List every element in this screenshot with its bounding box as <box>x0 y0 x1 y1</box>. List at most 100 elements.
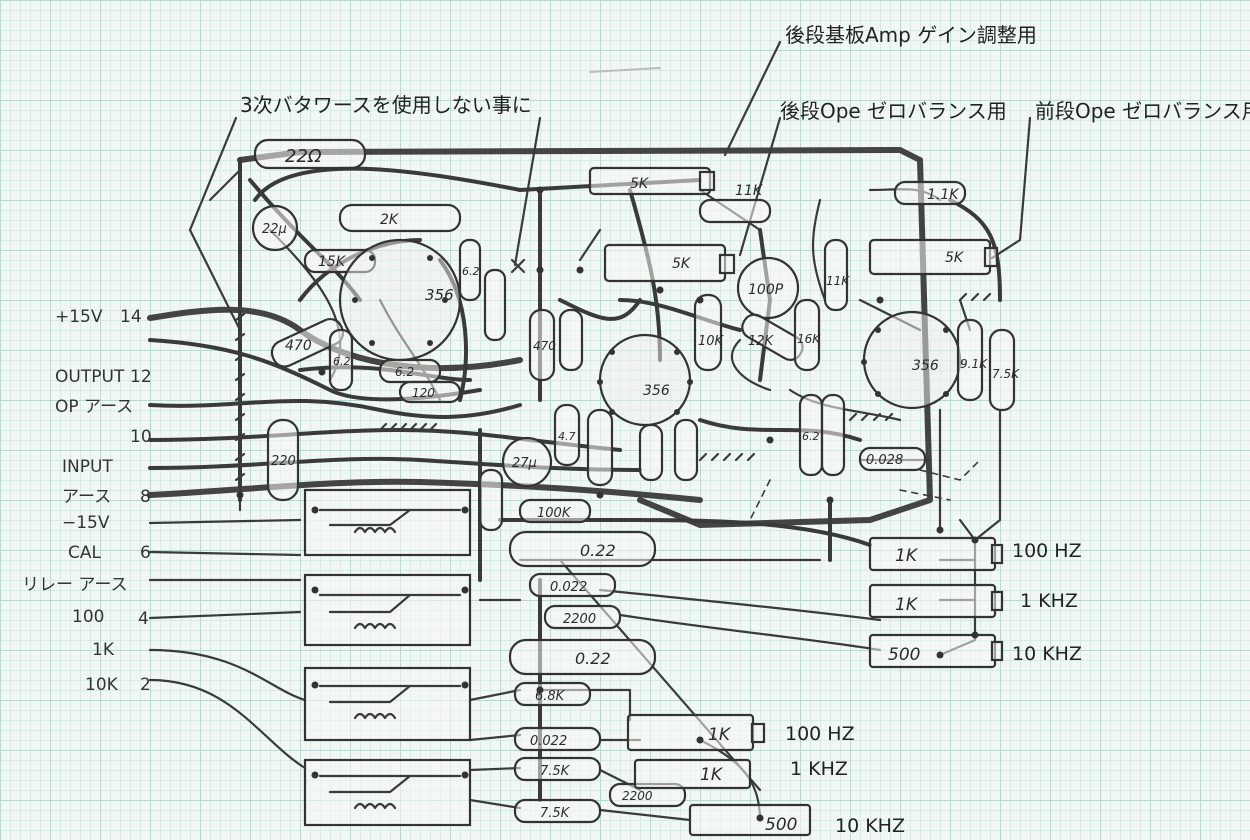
svg-text:100 HZ: 100 HZ <box>1012 540 1082 562</box>
svg-text:22Ω: 22Ω <box>285 146 322 167</box>
svg-text:1K: 1K <box>700 765 724 785</box>
note-rear-zero: 後段Ope ゼロバランス用 <box>780 99 1007 123</box>
svg-text:12: 12 <box>130 367 152 387</box>
svg-text:356: 356 <box>912 358 939 374</box>
resistor: 4.7 <box>553 403 581 467</box>
svg-text:500: 500 <box>888 645 920 665</box>
resistor <box>586 408 614 487</box>
capacitor: 27μ <box>501 436 553 488</box>
svg-text:1K: 1K <box>895 546 919 566</box>
resistor: 11K <box>823 238 850 312</box>
resistor: 22Ω <box>253 138 367 170</box>
resistor: 7.5K <box>988 328 1020 412</box>
resistor <box>558 308 584 372</box>
svg-text:0.022: 0.022 <box>530 734 567 749</box>
svg-text:リレー アース: リレー アース <box>22 575 128 595</box>
svg-text:470: 470 <box>285 338 312 354</box>
svg-text:+15V: +15V <box>55 307 103 327</box>
trimmer-pot: 1K <box>626 713 766 752</box>
svg-text:6.2: 6.2 <box>395 365 414 379</box>
note-butterworth: 3次バタワースを使用しない事に <box>240 93 532 117</box>
svg-text:5K: 5K <box>672 256 692 272</box>
resistor: 470 <box>528 308 556 382</box>
solder-points <box>236 186 979 822</box>
resistor: 6.2 <box>328 328 354 392</box>
relay <box>303 573 472 647</box>
svg-text:11K: 11K <box>826 274 850 288</box>
resistor: 16K <box>793 298 821 372</box>
svg-text:11K: 11K <box>735 183 764 199</box>
svg-text:100: 100 <box>72 607 104 627</box>
capacitor: 100P <box>736 256 800 320</box>
relay <box>303 666 472 742</box>
opamp-ic: 356 <box>597 333 693 427</box>
svg-text:6.8K: 6.8K <box>535 689 566 704</box>
pin-labels: +15V 14 OUTPUT 12 OP アース 10 INPUT アース 8 … <box>22 307 152 695</box>
resistor: 1.1K <box>893 180 967 206</box>
resistor <box>483 268 507 342</box>
svg-text:100P: 100P <box>748 282 784 298</box>
resistor: 7.5K <box>513 756 602 782</box>
svg-text:7.5K: 7.5K <box>992 367 1020 381</box>
svg-text:15K: 15K <box>318 254 347 270</box>
opamp-ic: 356 <box>338 238 462 362</box>
svg-text:27μ: 27μ <box>512 456 537 471</box>
resistor: 6.2 <box>458 238 482 302</box>
svg-text:500: 500 <box>765 815 797 835</box>
note-rear-gain: 後段基板Amp ゲイン調整用 <box>785 23 1037 47</box>
svg-text:1K: 1K <box>895 595 919 615</box>
svg-text:4: 4 <box>138 609 149 629</box>
relay <box>303 758 472 827</box>
resistor: 7.5K <box>513 798 602 824</box>
svg-text:4.7: 4.7 <box>558 430 576 443</box>
svg-text:1K: 1K <box>708 725 732 745</box>
capacitor: 22μ <box>251 204 299 252</box>
svg-text:アース: アース <box>62 487 111 507</box>
capacitor: 2200 <box>543 604 622 630</box>
svg-text:356: 356 <box>643 383 670 399</box>
svg-text:5K: 5K <box>630 176 650 192</box>
trimmer-pot: 5K <box>603 243 736 283</box>
resistor <box>820 393 846 477</box>
filter-frequency-labels: 100 HZ 1 KHZ 10 KHZ 100 HZ 1 KHZ 10 KHZ <box>785 540 1082 837</box>
svg-text:100K: 100K <box>537 506 572 521</box>
svg-text:CAL: CAL <box>68 543 101 563</box>
resistor: 6.2 <box>798 393 824 477</box>
svg-text:0.028: 0.028 <box>866 453 903 468</box>
trimmer-pot: 1K <box>868 536 1004 572</box>
svg-text:100 HZ: 100 HZ <box>785 723 855 745</box>
trimmer-pot: 5K <box>588 166 716 196</box>
trimmer-pot: 5K <box>868 238 999 276</box>
resistor: 2K <box>338 203 462 233</box>
svg-text:−15V: −15V <box>62 513 110 533</box>
resistor: 6.8K <box>513 681 592 707</box>
svg-text:0.22: 0.22 <box>575 649 611 668</box>
svg-text:6.2: 6.2 <box>333 355 351 368</box>
svg-text:10: 10 <box>130 427 152 447</box>
svg-text:1 KHZ: 1 KHZ <box>790 758 848 780</box>
svg-text:OUTPUT: OUTPUT <box>55 367 125 387</box>
resistor <box>638 423 664 482</box>
svg-text:1K: 1K <box>92 640 115 660</box>
svg-text:1.1K: 1.1K <box>927 187 960 203</box>
resistor: 100K <box>518 498 592 524</box>
capacitor: 0.022 <box>528 572 617 598</box>
trimmer-pot: 1K <box>633 758 752 790</box>
svg-text:120: 120 <box>412 386 435 400</box>
svg-text:22μ: 22μ <box>262 222 287 237</box>
svg-text:2: 2 <box>140 675 151 695</box>
svg-text:1 KHZ: 1 KHZ <box>1020 590 1078 612</box>
svg-text:10K: 10K <box>85 675 119 695</box>
relay <box>303 488 472 557</box>
svg-text:OP アース: OP アース <box>55 397 133 417</box>
svg-text:0.022: 0.022 <box>550 580 587 595</box>
svg-text:INPUT: INPUT <box>62 457 113 477</box>
svg-text:14: 14 <box>120 307 142 327</box>
svg-text:220: 220 <box>271 454 296 469</box>
resistor <box>478 468 504 532</box>
svg-text:10K: 10K <box>698 334 725 349</box>
svg-text:5K: 5K <box>945 250 965 266</box>
svg-text:2K: 2K <box>380 212 400 228</box>
svg-text:2200: 2200 <box>563 612 596 627</box>
